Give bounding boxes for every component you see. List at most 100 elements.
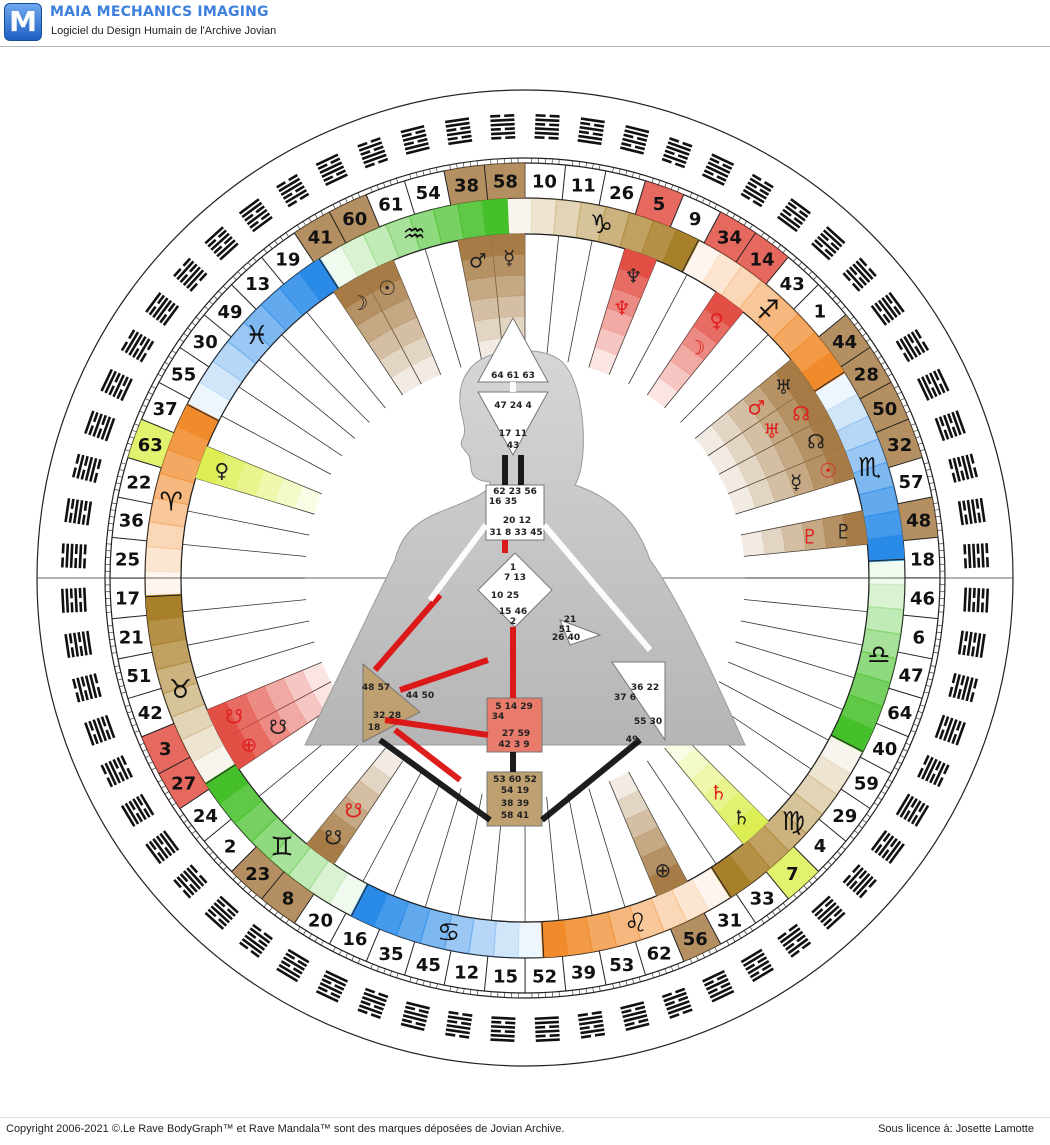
zodiac-band [146,521,185,550]
yin-line [83,455,89,467]
yang-line [951,411,962,436]
yin-line [703,169,714,176]
line-tick [677,963,680,969]
line-tick [109,516,115,518]
zodiac-band [492,920,520,958]
line-tick [376,966,380,972]
hexagram-icon [400,1001,430,1032]
zodiac-band [563,916,594,956]
zodiac-band [279,272,321,316]
yin-line [985,557,990,568]
line-tick [223,866,228,871]
zodiac-band [779,791,823,835]
yin-line [360,1000,371,1006]
gate-spoke [743,599,868,613]
yang-line [204,226,224,245]
line-tick [866,813,871,818]
activation-wedge [368,328,402,361]
planet-glyph-icon: ♆ [624,264,642,288]
gate-divider [158,756,191,775]
yang-line [534,127,560,131]
yin-line [889,837,898,848]
hexagram-icon [811,226,846,261]
gate-label: 1 [510,563,516,573]
yang-line [84,722,95,746]
line-tick [187,327,192,332]
yin-line [179,873,189,883]
gate-label: 38 39 [501,799,529,809]
yang-line [152,297,169,319]
line-tick [651,972,654,978]
yin-line [914,345,922,356]
line-tick [108,631,114,634]
yang-line [740,948,763,964]
yang-line [216,239,236,258]
yin-line [68,512,73,523]
yin-line [246,930,257,939]
yang-line [145,843,162,865]
zodiac-band [746,825,790,869]
zodiac-band [186,381,231,421]
yin-line [956,688,962,700]
yang-line [65,543,70,568]
line-tick [396,973,399,978]
gate-spoke [306,311,386,409]
zodiac-band [585,911,618,953]
line-tick [195,835,201,840]
line-tick [726,210,730,216]
activation-wedge [617,790,649,820]
yin-line [198,272,208,282]
yang-line [135,338,151,361]
line-tick [285,919,290,924]
gate-label: 27 59 [502,729,530,739]
line-tick [242,885,247,890]
line-tick [204,306,209,310]
activation-wedge [681,325,718,360]
yin-line [751,173,762,182]
yin-line [935,760,942,771]
channel-line [393,727,462,783]
gate-spoke [187,620,310,646]
yin-line [244,213,254,222]
yang-line [534,1020,559,1025]
yin-line [951,426,958,437]
yin-line [373,1004,384,1011]
yin-line [126,767,133,778]
line-tick [145,755,151,758]
line-tick [923,691,929,694]
yin-line [980,602,984,613]
yin-line [814,239,824,248]
line-tick [743,221,747,226]
yang-line [535,1038,560,1043]
yin-line [77,631,82,643]
gate-highlight [294,212,346,263]
line-tick [339,950,342,955]
yin-line [179,273,189,284]
zodiac-sign-icon: ♌ [624,909,647,939]
gate-divider [859,756,892,774]
line-tick [749,224,753,230]
gate-number: 49 [218,302,243,323]
yin-line [858,870,868,880]
yin-line [120,755,127,766]
planet-glyph-icon: ♀ [709,308,724,332]
gate-number: 29 [832,806,857,827]
yin-line [71,467,77,478]
gate-label: 15 46 [499,607,527,617]
yin-line [461,134,472,139]
line-tick [893,385,899,389]
yin-line [404,1005,416,1011]
yin-line [623,133,634,139]
gate-divider [897,651,933,660]
zodiac-band [720,265,763,310]
yin-line [490,114,501,118]
yin-line [505,135,516,140]
hexagram-icon [60,587,87,613]
gate-spoke [680,334,769,423]
yang-line [888,291,905,313]
yin-line [82,558,87,569]
yang-line [69,543,74,568]
gate-spoke [281,733,370,822]
yin-line [93,673,99,684]
